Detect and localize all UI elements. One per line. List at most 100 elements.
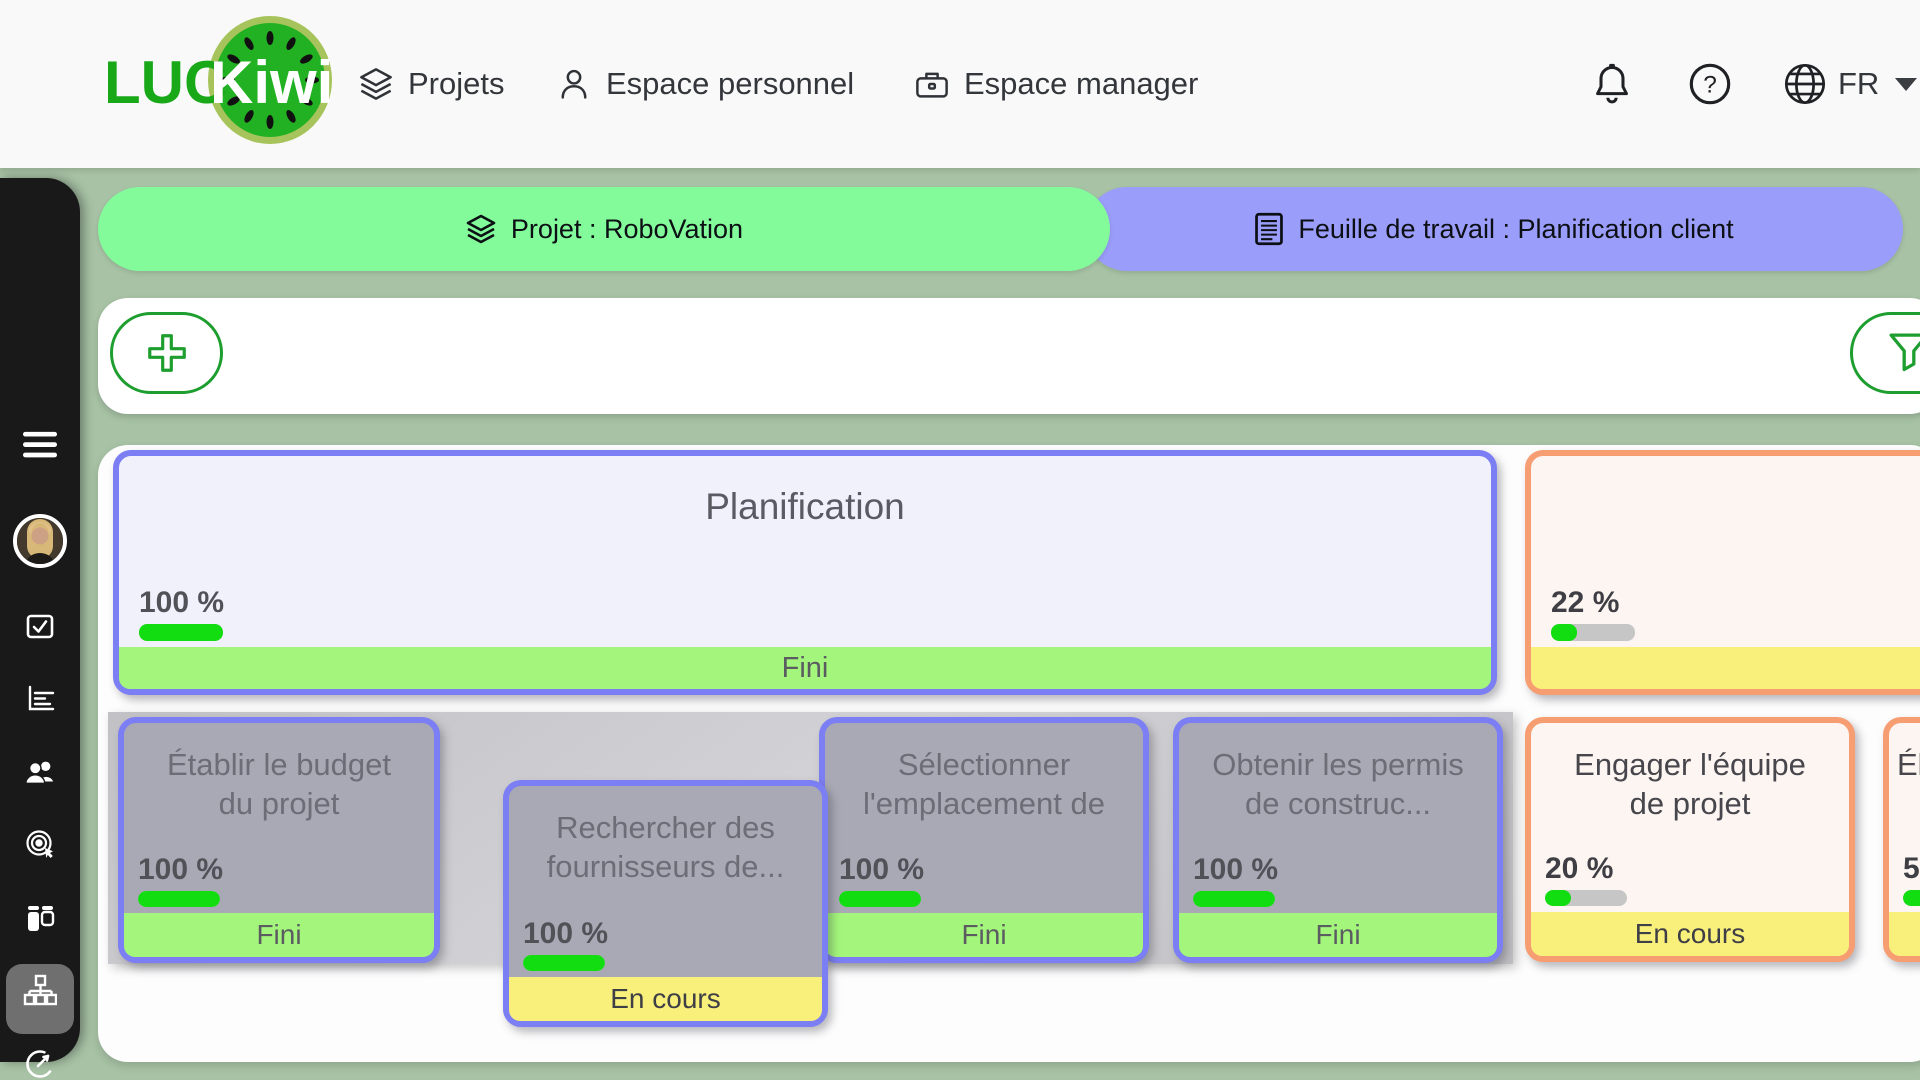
briefcase-icon: [916, 72, 948, 98]
nav-label: Projets: [408, 66, 505, 101]
progress-block: 100 %: [1193, 853, 1278, 907]
logo-text-kiwi: Kiwi: [210, 49, 333, 116]
hamburger-icon: [23, 431, 57, 458]
progress-percent: 20 %: [1545, 852, 1614, 885]
user-avatar[interactable]: [13, 514, 67, 568]
language-label: FR: [1838, 66, 1880, 101]
help-icon: ?: [1689, 63, 1731, 105]
status-bar: En cours: [1531, 912, 1849, 956]
progress-track: [1551, 624, 1635, 641]
progress-track: [839, 891, 921, 907]
add-task-button[interactable]: [110, 312, 223, 394]
group-card-partial[interactable]: 22 %: [1525, 450, 1920, 695]
sidebar-item-gantt[interactable]: [23, 677, 57, 721]
checkbox-check-icon: [26, 614, 54, 639]
progress-percent: 50 %: [1903, 852, 1920, 885]
sidebar-item-tasks[interactable]: [23, 604, 57, 648]
kiwi-logo-icon: LUC Kiwi: [104, 16, 333, 144]
status-bar: Fini: [119, 647, 1491, 689]
status-bar: Fini: [124, 913, 434, 957]
globe-icon: [1784, 63, 1826, 105]
progress-track: [1903, 890, 1920, 906]
progress-track: [1545, 890, 1627, 906]
avatar-photo: [17, 518, 63, 564]
worksheet-pill[interactable]: Feuille de travail : Planification clien…: [1085, 187, 1903, 271]
progress-percent: 22 %: [1551, 586, 1620, 619]
person-icon: [561, 69, 587, 99]
project-pill-label: Projet : RoboVation: [510, 213, 744, 244]
plus-icon: [147, 334, 186, 372]
card-title: Él: [1897, 747, 1920, 782]
help-button[interactable]: ?: [1686, 60, 1734, 108]
status-bar: Fini: [825, 913, 1143, 957]
nav-item-projets[interactable]: Projets: [358, 0, 504, 168]
sidebar: [0, 178, 80, 1078]
progress-block: 20 %: [1545, 852, 1627, 906]
progress-block: 22 %: [1551, 586, 1635, 641]
progress-block: 100 %: [139, 586, 224, 641]
sidebar-item-kanban[interactable]: [23, 896, 57, 940]
notifications-button[interactable]: [1588, 60, 1636, 108]
progress-block: 100 %: [523, 917, 608, 971]
sidebar-item-goals[interactable]: [23, 823, 57, 867]
progress-fill: [1193, 891, 1275, 907]
nav-item-espace-personnel[interactable]: Espace personnel: [556, 0, 854, 168]
layers-icon: [466, 214, 496, 244]
progress-percent: 100 %: [1193, 853, 1279, 886]
logo-text-luc: LUC: [104, 49, 227, 116]
sitemap-icon: [23, 974, 57, 1006]
svg-text:?: ?: [1703, 72, 1717, 99]
progress-percent: 100 %: [523, 917, 609, 950]
progress-block: 100 %: [138, 853, 223, 907]
status-bar: En cours: [509, 977, 822, 1021]
progress-block: 100 %: [839, 853, 924, 907]
progress-percent: 100 %: [139, 586, 225, 619]
users-icon: [25, 761, 54, 785]
project-pill[interactable]: Projet : RoboVation: [98, 187, 1110, 271]
status-bar: [1889, 912, 1920, 956]
progress-fill: [1545, 890, 1571, 906]
sidebar-item-team[interactable]: [23, 750, 57, 794]
filter-funnel-icon: [1889, 333, 1920, 372]
top-header: LUC Kiwi Projets Espace personnel: [0, 0, 1920, 168]
progress-track: [138, 891, 220, 907]
progress-fill: [523, 955, 605, 971]
progress-track: [1193, 891, 1275, 907]
bell-icon: [1596, 63, 1628, 104]
progress-block: 50 %: [1903, 852, 1920, 906]
worksheet-pill-label: Feuille de travail : Planification clien…: [1298, 213, 1734, 244]
logo[interactable]: LUC Kiwi: [100, 8, 350, 160]
sidebar-item-hierarchy-active[interactable]: [23, 969, 57, 1013]
group-card-planification[interactable]: Planification 100 % Fini: [113, 450, 1497, 695]
sidebar-item-dashboard[interactable]: [23, 1042, 57, 1080]
menu-button[interactable]: [23, 424, 57, 468]
progress-fill: [839, 891, 921, 907]
progress-track: [523, 955, 605, 971]
nav-item-espace-manager[interactable]: Espace manager: [914, 0, 1198, 168]
task-card-partial[interactable]: Él 50 %: [1883, 717, 1920, 962]
gantt-chart-icon: [28, 685, 55, 711]
progress-fill: [1551, 624, 1577, 641]
progress-track: [139, 624, 223, 641]
speedometer-icon: [26, 1050, 54, 1078]
kanban-board-icon: [28, 906, 55, 931]
board-toolbar: [98, 298, 1920, 414]
nav-label: Espace personnel: [606, 66, 855, 101]
progress-fill: [139, 624, 223, 641]
language-selector[interactable]: FR: [1782, 60, 1918, 108]
document-icon: [1255, 212, 1284, 246]
filter-button[interactable]: [1850, 312, 1920, 394]
layers-icon: [360, 68, 392, 100]
card-title: Planification: [705, 486, 905, 527]
progress-percent: 100 %: [138, 853, 224, 886]
